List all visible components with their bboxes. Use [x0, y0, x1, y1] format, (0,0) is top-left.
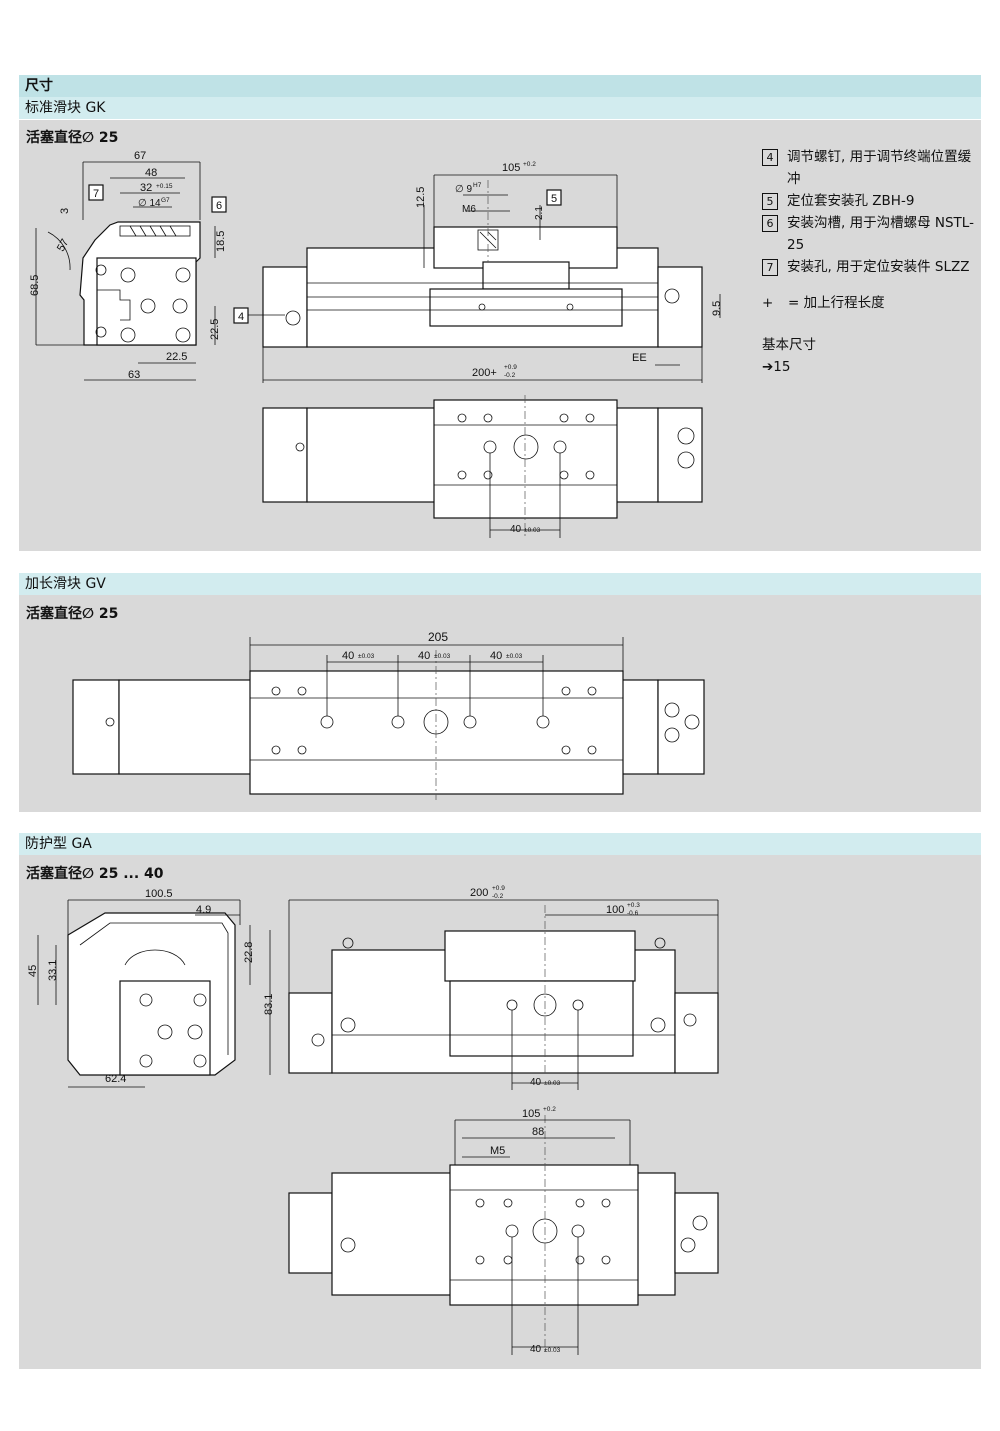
callout-4: 4 [238, 311, 244, 323]
dim-2-1: 2.1 [534, 206, 545, 220]
dim-48: 48 [145, 167, 157, 179]
legend-item-7: 7 安装孔, 用于定位安装件 SLZZ [762, 256, 977, 278]
dim-200: 200+ [472, 367, 497, 379]
dim-62-4: 62.4 [105, 1073, 126, 1085]
dim-9-5: 9.5 [711, 301, 723, 316]
dim-32-tol: +0.15 [156, 183, 173, 190]
gk-top-view: 40 ±0.03 [262, 395, 703, 538]
dim-200-dn: -0.2 [504, 372, 516, 379]
dim-22-8: 22.8 [243, 942, 255, 963]
legend-text: 调节螺钉, 用于调节终端位置缓冲 [787, 149, 972, 187]
dim-9: ∅ 9 [455, 184, 472, 195]
dim-105-ga: 105 [522, 1108, 540, 1120]
callout-5: 5 [551, 193, 557, 205]
dim-18-5: 18.5 [215, 231, 227, 252]
basic-dims-value: ➔15 [762, 359, 791, 375]
legend-item-5: 5 定位套安装孔 ZBH-9 [762, 190, 977, 212]
dim-m5: M5 [490, 1145, 505, 1157]
dim-40-c: 40 [490, 650, 502, 662]
basic-dims-title: 基本尺寸 [762, 337, 816, 353]
dim-14-tol: G7 [161, 197, 170, 204]
piston-diameter-ga: 活塞直径∅ 25 ... 40 [26, 866, 164, 882]
dim-40-c-tol: ±0.03 [506, 653, 523, 660]
section-header-gk: 标准滑块 GK [19, 97, 981, 119]
dim-205: 205 [428, 630, 448, 644]
legend-num: 5 [762, 193, 778, 210]
legend-text: 定位套安装孔 ZBH-9 [787, 193, 915, 209]
dim-40: 40 [510, 524, 522, 535]
dim-105-ga-tol: +0.2 [543, 1106, 556, 1113]
dim-200-ga-dn: -0.2 [492, 893, 504, 900]
dim-57: 57 [55, 237, 72, 254]
dim-100-ga: 100 [606, 904, 624, 916]
legend-plus: + = 加上行程长度 [762, 292, 977, 314]
legend-item-4: 4 调节螺钉, 用于调节终端位置缓冲 [762, 146, 977, 190]
ga-end-view: 100.5 4.9 45 33.1 22.8 83.1 62.4 [27, 888, 275, 1088]
dim-40-ga: 40 [530, 1077, 542, 1088]
ga-side-view: 200 +0.9 -0.2 100 +0.3 -0.6 40 ±0.03 [288, 885, 719, 1090]
legend-num: 4 [762, 149, 778, 166]
dim-33-1: 33.1 [47, 960, 59, 981]
dim-105-tol: +0.2 [523, 161, 536, 168]
dim-40-a-tol: ±0.03 [358, 653, 375, 660]
section-header-gv: 加长滑块 GV [19, 573, 981, 595]
gk-end-view: 67 48 32 +0.15 ∅ 14 G7 3 57 18.5 68.5 22… [29, 150, 227, 381]
section-header-ga: 防护型 GA [19, 833, 981, 855]
dim-45: 45 [27, 965, 39, 977]
dim-100-ga-up: +0.3 [627, 902, 640, 909]
dim-100-ga-dn: -0.6 [627, 910, 639, 917]
gk-side-view: 105 +0.2 ∅ 9 H7 M6 2.1 12.5 9.5 EE 200+ … [233, 161, 723, 383]
dim-40-b-tol: ±0.03 [434, 653, 451, 660]
legend: 4 调节螺钉, 用于调节终端位置缓冲 5 定位套安装孔 ZBH-9 6 安装沟槽, 用… [762, 146, 977, 378]
dim-68-5: 68.5 [29, 275, 41, 296]
dim-200-ga-up: +0.9 [492, 885, 505, 892]
dim-88: 88 [532, 1126, 544, 1138]
dim-3: 3 [59, 208, 71, 214]
callout-7: 7 [93, 188, 99, 200]
legend-num: 7 [762, 259, 778, 276]
dim-14: ∅ 14 [138, 198, 161, 209]
legend-num: 6 [762, 215, 778, 232]
ga-top-view: 105 +0.2 88 M5 40 ±0.03 [288, 1106, 719, 1355]
dim-12-5: 12.5 [415, 187, 427, 208]
drawing-gk: 67 48 32 +0.15 ∅ 14 G7 3 57 18.5 68.5 22… [29, 150, 723, 538]
dim-40-a: 40 [342, 650, 354, 662]
dim-m6: M6 [462, 204, 476, 215]
dim-67: 67 [134, 150, 146, 162]
dim-ee: EE [632, 352, 647, 364]
dim-105: 105 [502, 162, 520, 174]
plus-sign: + [762, 295, 774, 311]
drawing-ga: 100.5 4.9 45 33.1 22.8 83.1 62.4 200 +0.… [27, 885, 719, 1355]
dim-63: 63 [128, 369, 140, 381]
dim-40-ga-tol: ±0.03 [544, 1080, 561, 1087]
dim-100-5: 100.5 [145, 888, 173, 900]
dim-200-up: +0.9 [504, 364, 517, 371]
legend-text: 安装孔, 用于定位安装件 SLZZ [787, 259, 970, 275]
dim-4-9: 4.9 [196, 904, 211, 916]
dim-32: 32 [140, 182, 152, 194]
dim-22-5-v: 22.5 [209, 319, 221, 340]
drawing-gv: 205 40 ±0.03 40 ±0.03 40 ±0.03 [72, 630, 705, 800]
callout-6: 6 [216, 200, 222, 212]
dim-40-ga-b-tol: ±0.03 [544, 1347, 561, 1354]
plus-text: = 加上行程长度 [788, 295, 885, 311]
dim-22-5-h: 22.5 [166, 351, 187, 363]
legend-text: 安装沟槽, 用于沟槽螺母 NSTL-25 [787, 215, 974, 253]
piston-diameter-gk: 活塞直径∅ 25 [26, 130, 119, 146]
legend-item-6: 6 安装沟槽, 用于沟槽螺母 NSTL-25 [762, 212, 977, 256]
dim-40-b: 40 [418, 650, 430, 662]
dim-200-ga: 200 [470, 887, 488, 899]
dim-40-ga-b: 40 [530, 1344, 542, 1355]
piston-diameter-gv: 活塞直径∅ 25 [26, 606, 119, 622]
section-title: 尺寸 [19, 75, 981, 97]
dim-40-tol: ±0.03 [524, 527, 541, 534]
dim-83-1: 83.1 [263, 994, 275, 1015]
dim-9-tol: H7 [473, 182, 482, 189]
